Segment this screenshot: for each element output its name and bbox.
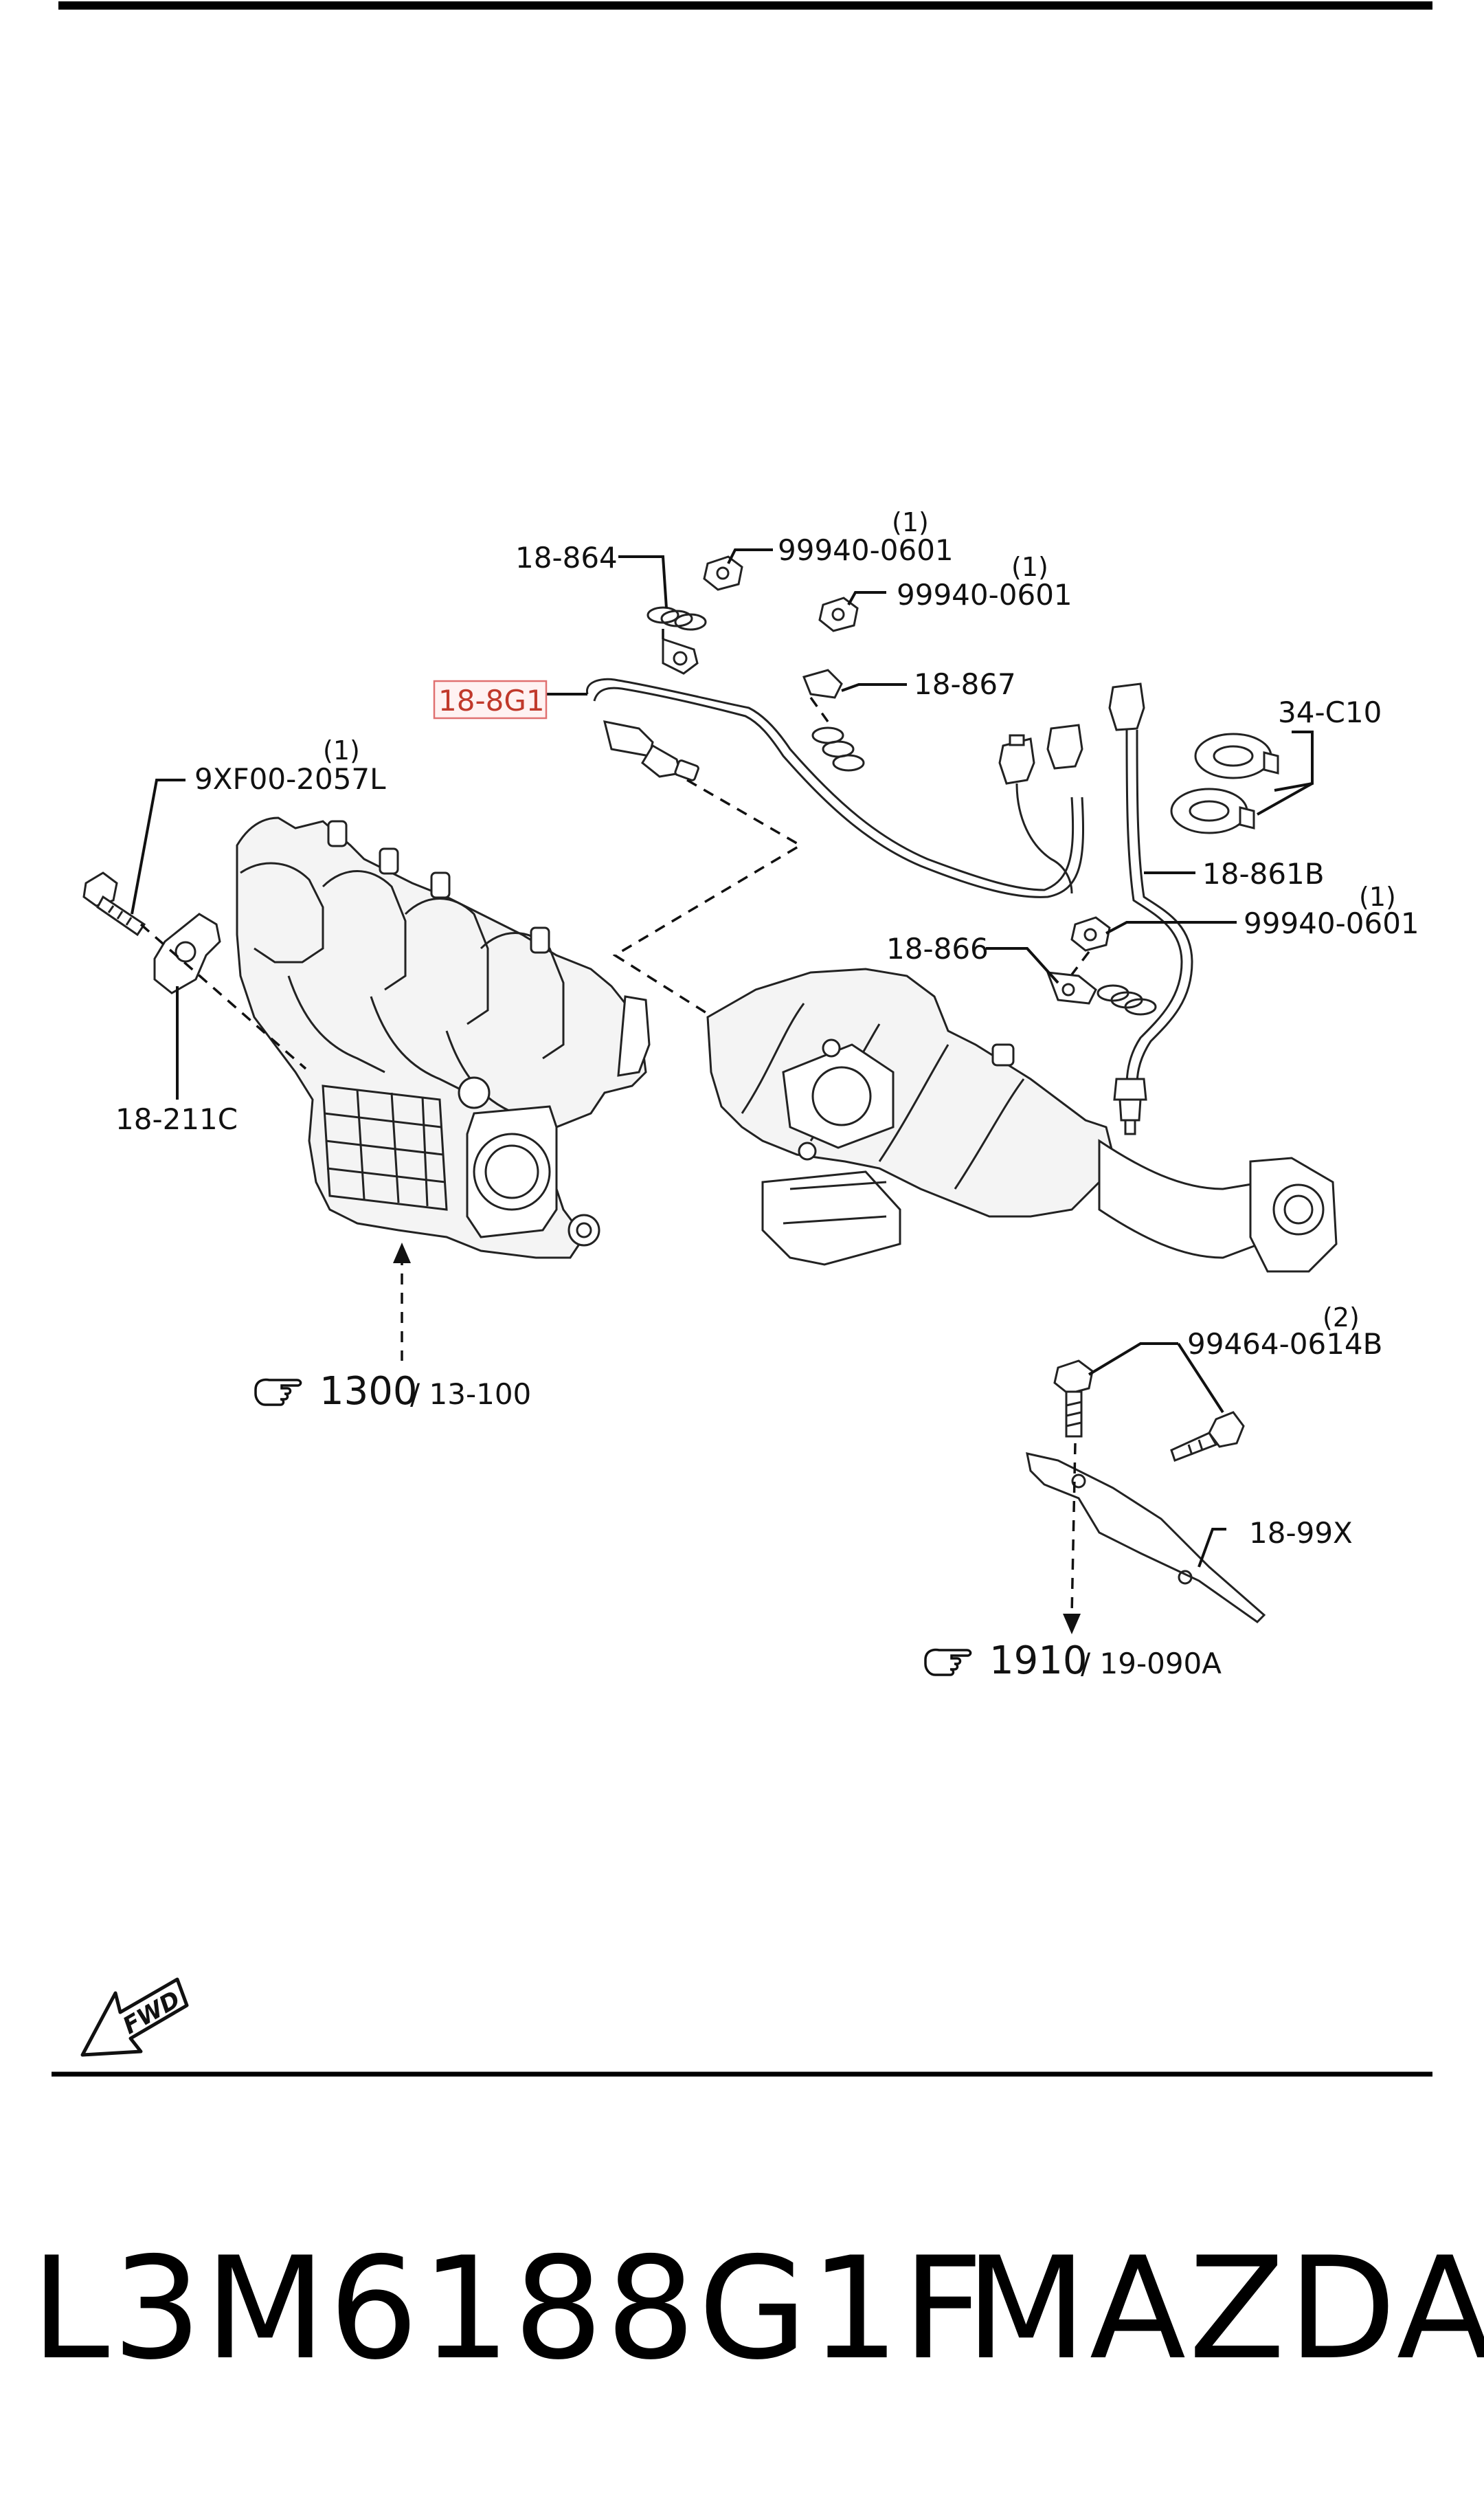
sensor-connectors xyxy=(998,682,1193,1087)
nut-c xyxy=(1070,916,1111,952)
spring-bracket-18-867 xyxy=(802,669,865,772)
footer-brand: MAZDA xyxy=(965,2227,1484,2391)
callout-18-861b[interactable]: 18-861B xyxy=(1202,857,1325,891)
ref-1300-small: / 13-100 xyxy=(410,1377,531,1411)
callout-99464-qty: (2) xyxy=(1323,1302,1360,1333)
callout-18-99x[interactable]: 18-99X xyxy=(1249,1516,1353,1550)
knock-sensor xyxy=(153,913,221,994)
spring-bracket-18-864 xyxy=(647,606,707,675)
o2-sensor-rear xyxy=(1113,1078,1147,1135)
leader-lines xyxy=(131,548,1314,1568)
callouts: 18-864 (1) 99940-0601 (1) 99940-0601 18-… xyxy=(115,507,1419,1550)
hand-pointer-icon xyxy=(924,1648,972,1676)
callout-18-864[interactable]: 18-864 xyxy=(515,541,618,575)
bolt-b xyxy=(1170,1411,1245,1462)
ref-1910[interactable]: 1910 / 19-090A xyxy=(924,1638,1222,1683)
nut-a xyxy=(703,555,743,591)
callout-9xf00[interactable]: 9XF00-2057L xyxy=(194,762,386,796)
fwd-arrow-icon: FWD xyxy=(80,1977,189,2057)
footer-part-number: L3M6188G1F xyxy=(31,2227,986,2391)
intake-manifold xyxy=(236,816,651,1259)
bracket-18-99x xyxy=(1026,1452,1266,1623)
ref-1910-big: 1910 xyxy=(989,1638,1088,1683)
callout-9xf00-qty: (1) xyxy=(323,735,360,766)
callout-18-867[interactable]: 18-867 xyxy=(914,667,1016,701)
callout-99940-c[interactable]: 99940-0601 xyxy=(1244,906,1419,940)
callout-18-8g1[interactable]: 18-8G1 xyxy=(438,684,545,717)
callout-99464[interactable]: 99464-0614B xyxy=(1187,1327,1382,1361)
callout-99940-b-qty: (1) xyxy=(1011,552,1048,582)
assembly-dashes xyxy=(139,629,1090,1616)
ref-1300[interactable]: 1300 / 13-100 xyxy=(254,1369,531,1414)
nut-b xyxy=(818,597,859,632)
callout-99940-c-qty: (1) xyxy=(1359,882,1396,912)
callout-18-211c[interactable]: 18-211C xyxy=(115,1102,238,1136)
callout-99940-a-qty: (1) xyxy=(892,507,929,537)
hand-pointer-icon xyxy=(254,1378,302,1406)
callout-34-c10[interactable]: 34-C10 xyxy=(1278,696,1382,729)
callout-99940-b[interactable]: 99940-0601 xyxy=(897,578,1072,612)
harness-clips xyxy=(1170,733,1279,834)
callout-18-866[interactable]: 18-866 xyxy=(886,932,989,966)
sensor-bolt xyxy=(82,871,146,937)
bolt-a xyxy=(1053,1359,1094,1438)
exhaust-manifold xyxy=(706,968,1338,1273)
arrow-down-1910 xyxy=(1063,1614,1081,1634)
callout-18-8g1-highlight xyxy=(433,680,548,720)
spring-bracket-18-866 xyxy=(1046,971,1157,1016)
ref-1910-small: / 19-090A xyxy=(1081,1647,1222,1680)
arrow-up-1300 xyxy=(393,1243,411,1263)
callout-99940-a[interactable]: 99940-0601 xyxy=(778,533,954,567)
o2-sensor-front xyxy=(586,678,1084,898)
ref-1300-big: 1300 xyxy=(319,1369,418,1414)
